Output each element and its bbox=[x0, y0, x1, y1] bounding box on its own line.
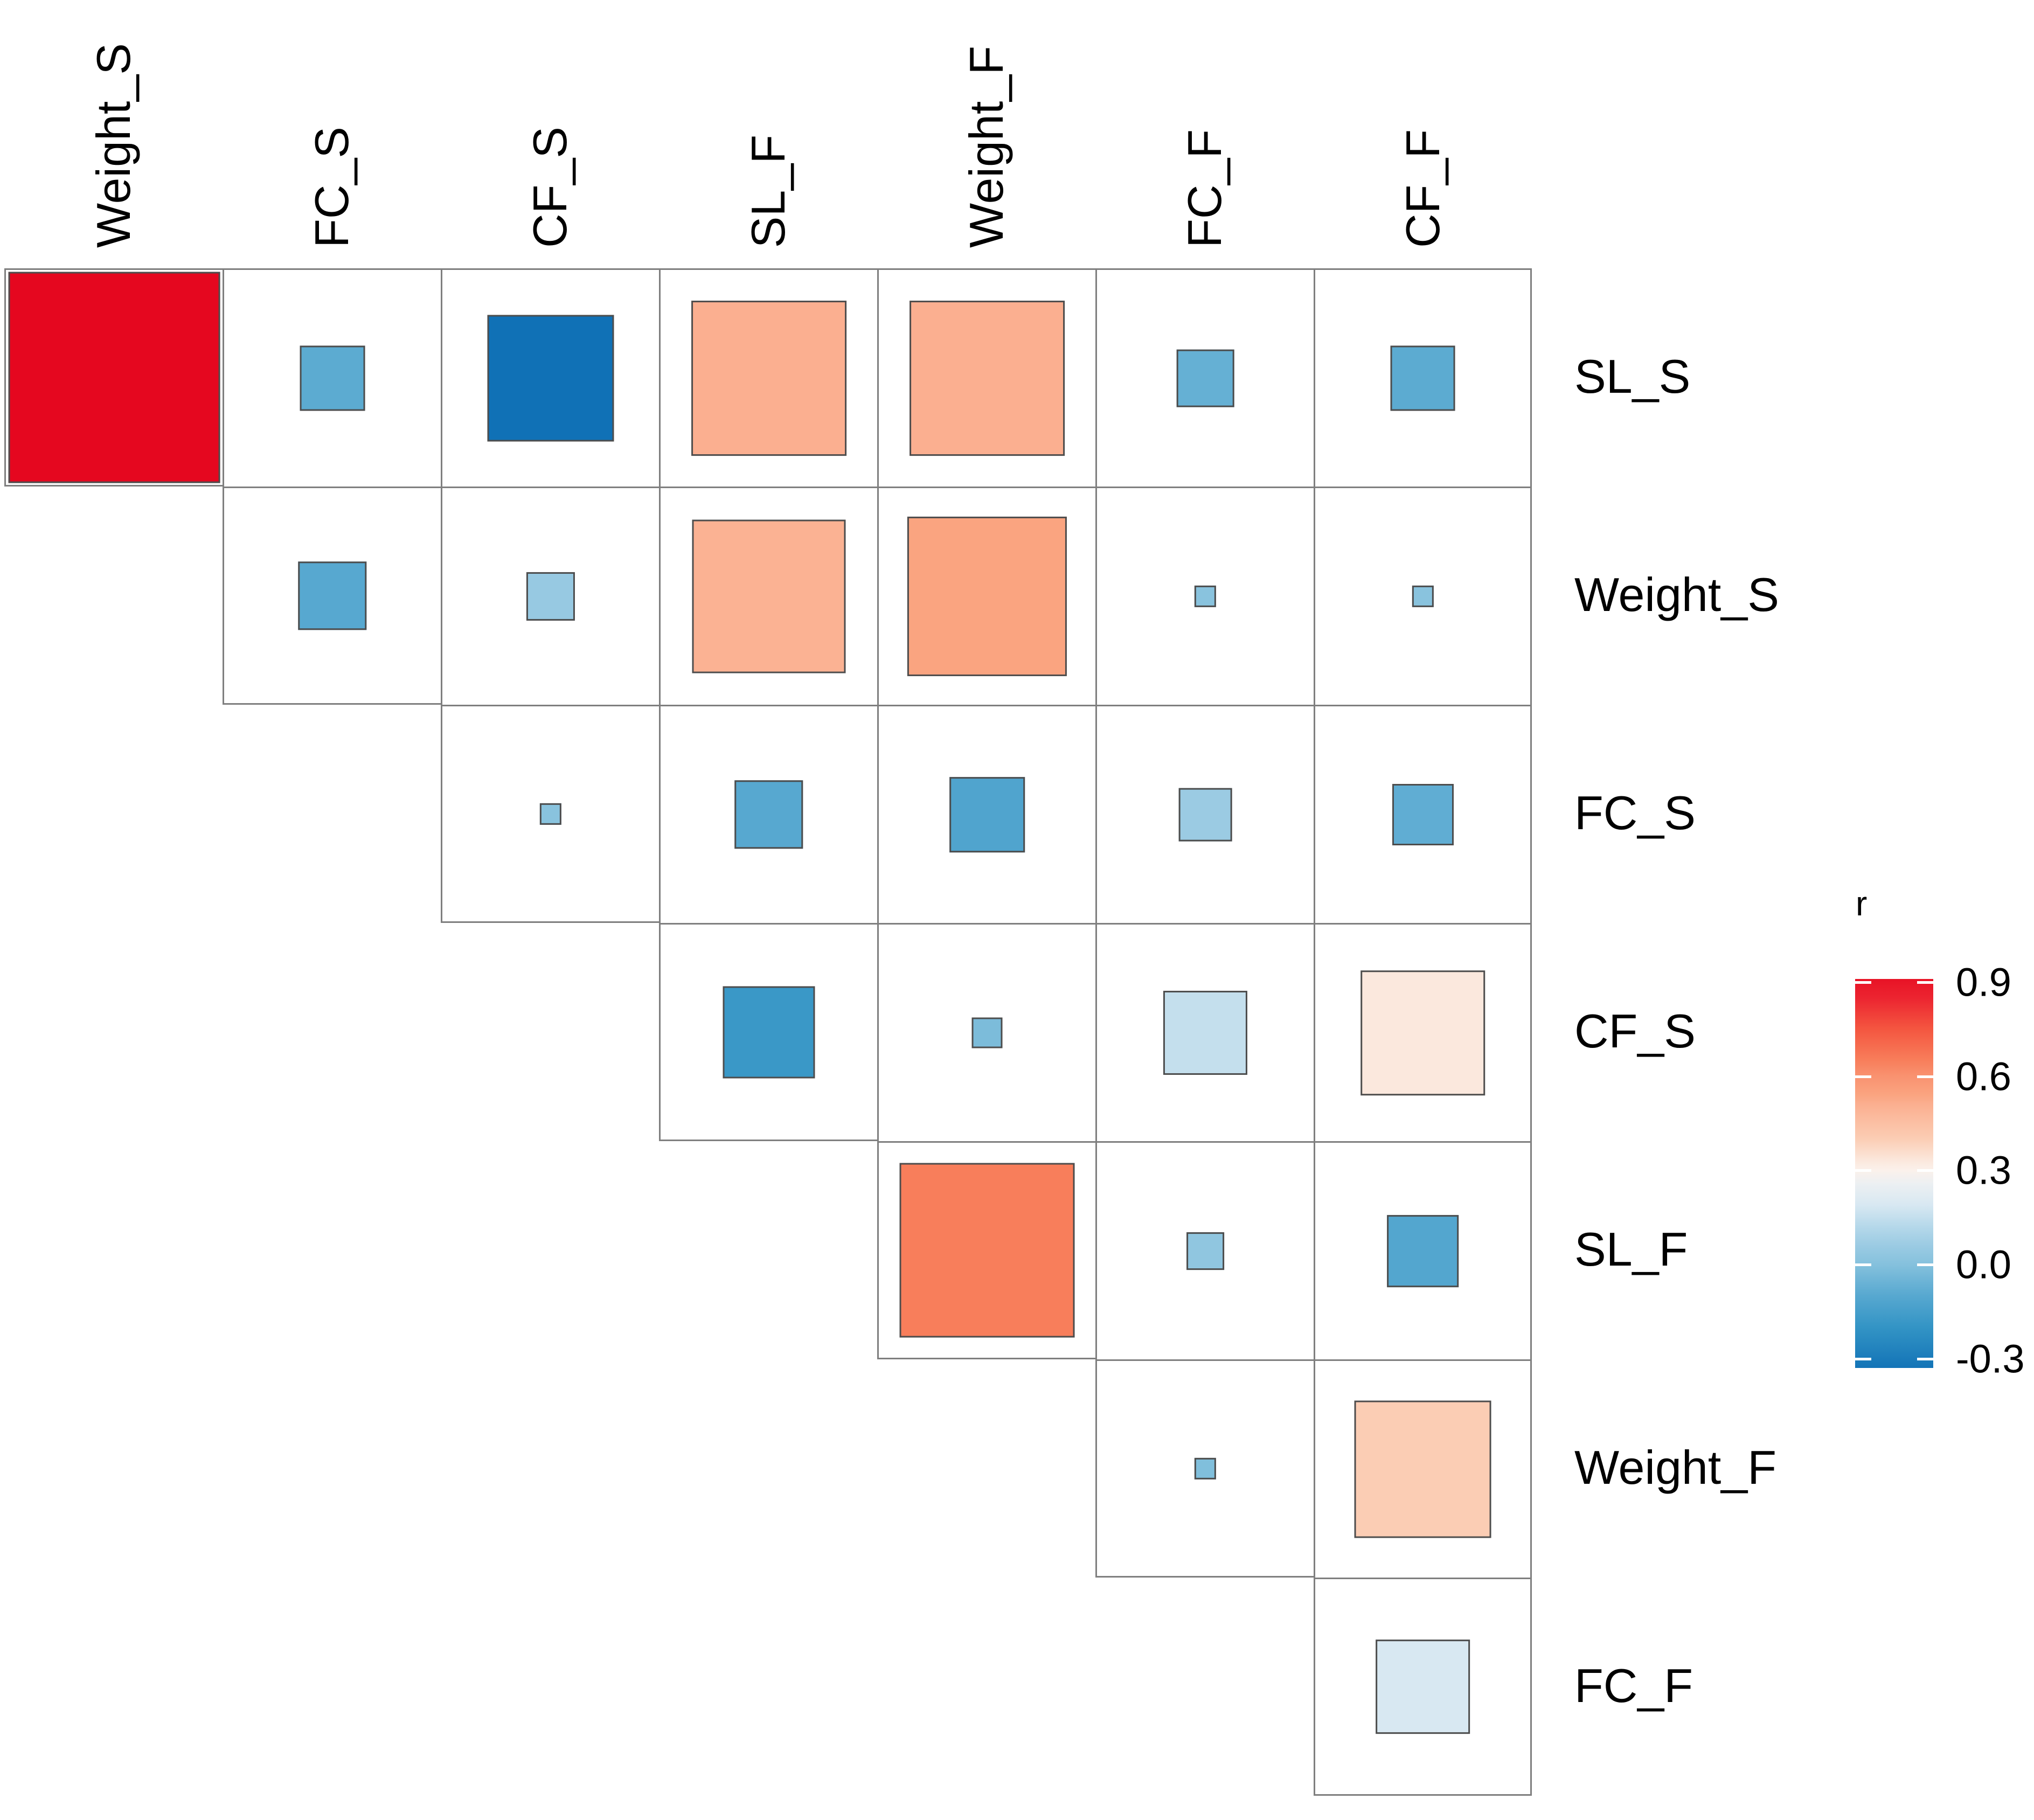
colorbar-tick-mark bbox=[1917, 981, 1933, 984]
corr-square-SL_S-FC_S bbox=[300, 345, 365, 411]
matrix-cell-SL_S-SL_F bbox=[659, 268, 877, 487]
corr-square-CF_S-CF_F bbox=[1360, 970, 1485, 1095]
colorbar-tick-label-0.9: 0.9 bbox=[1956, 960, 2011, 1005]
matrix-cell-SL_S-CF_F bbox=[1314, 268, 1532, 487]
colorbar-tick-mark bbox=[1855, 1263, 1871, 1266]
colorbar-tick-mark bbox=[1917, 1169, 1933, 1172]
corr-square-SL_S-SL_F bbox=[691, 301, 846, 456]
corr-square-Weight_F-FC_F bbox=[1194, 1457, 1217, 1479]
corr-square-SL_S-Weight_F bbox=[910, 301, 1065, 456]
colorbar-gradient bbox=[1855, 979, 1933, 1368]
column-label-CF_F: CF_F bbox=[1396, 129, 1449, 248]
matrix-cell-Weight_S-FC_S bbox=[223, 487, 441, 705]
corr-square-FC_S-CF_S bbox=[539, 803, 562, 825]
corr-square-SL_S-FC_F bbox=[1176, 349, 1234, 407]
colorbar-tick-label-0.0: 0.0 bbox=[1956, 1242, 2011, 1287]
matrix-cell-CF_S-FC_F bbox=[1095, 923, 1314, 1141]
corr-square-Weight_S-FC_S bbox=[298, 561, 367, 630]
matrix-cell-SL_S-FC_F bbox=[1095, 268, 1314, 487]
corr-square-FC_S-CF_F bbox=[1392, 784, 1454, 845]
row-label-Weight_S: Weight_S bbox=[1574, 567, 1779, 621]
colorbar-tick-mark bbox=[1917, 1357, 1933, 1360]
corr-square-CF_S-Weight_F bbox=[971, 1017, 1003, 1048]
corr-square-FC_S-SL_F bbox=[734, 780, 803, 849]
matrix-cell-CF_S-SL_F bbox=[659, 923, 877, 1141]
corr-square-SL_F-CF_F bbox=[1386, 1215, 1459, 1287]
matrix-cell-Weight_F-CF_F bbox=[1314, 1359, 1532, 1578]
colorbar-tick-mark bbox=[1855, 1075, 1871, 1078]
matrix-cell-Weight_S-FC_F bbox=[1095, 487, 1314, 705]
corr-square-CF_S-SL_F bbox=[723, 986, 815, 1078]
matrix-cell-Weight_S-SL_F bbox=[659, 487, 877, 705]
row-label-Weight_F: Weight_F bbox=[1574, 1440, 1776, 1494]
matrix-cell-SL_S-CF_S bbox=[441, 268, 659, 487]
matrix-cell-SL_S-Weight_F bbox=[877, 268, 1095, 487]
matrix-cell-Weight_S-Weight_F bbox=[877, 487, 1095, 705]
matrix-cell-FC_S-CF_S bbox=[441, 705, 659, 923]
row-label-FC_S: FC_S bbox=[1574, 786, 1696, 839]
matrix-cell-CF_S-Weight_F bbox=[877, 923, 1095, 1141]
matrix-cell-SL_S-FC_S bbox=[223, 268, 441, 487]
colorbar-tick-mark bbox=[1855, 1357, 1871, 1360]
matrix-cell-SL_S-Weight_S bbox=[4, 268, 223, 487]
column-label-Weight_S: Weight_S bbox=[86, 43, 140, 248]
corr-square-Weight_S-SL_F bbox=[692, 519, 846, 673]
corr-square-FC_S-Weight_F bbox=[949, 777, 1025, 852]
row-label-FC_F: FC_F bbox=[1574, 1658, 1693, 1712]
corr-square-SL_F-FC_F bbox=[1186, 1232, 1224, 1270]
row-label-SL_F: SL_F bbox=[1574, 1222, 1688, 1276]
corr-square-SL_F-Weight_F bbox=[899, 1163, 1075, 1338]
legend-title: r bbox=[1856, 884, 1868, 923]
matrix-cell-FC_S-FC_F bbox=[1095, 705, 1314, 923]
matrix-cell-FC_F-CF_F bbox=[1314, 1578, 1532, 1796]
corr-square-SL_S-Weight_S bbox=[8, 272, 220, 483]
corr-square-Weight_S-CF_S bbox=[526, 572, 575, 621]
colorbar-tick-label--0.3: -0.3 bbox=[1956, 1336, 2025, 1381]
matrix-cell-SL_F-FC_F bbox=[1095, 1141, 1314, 1359]
matrix-cell-SL_F-Weight_F bbox=[877, 1141, 1095, 1359]
colorbar-tick-mark bbox=[1855, 1169, 1871, 1172]
colorbar-tick-label-0.3: 0.3 bbox=[1956, 1148, 2011, 1193]
corr-square-Weight_F-CF_F bbox=[1354, 1400, 1491, 1538]
column-label-FC_F: FC_F bbox=[1177, 129, 1231, 248]
column-label-SL_F: SL_F bbox=[741, 134, 795, 248]
matrix-cell-Weight_F-FC_F bbox=[1095, 1359, 1314, 1578]
column-label-CF_S: CF_S bbox=[523, 127, 577, 248]
corr-square-FC_S-FC_F bbox=[1178, 788, 1232, 842]
colorbar-tick-mark bbox=[1917, 1075, 1933, 1078]
matrix-cell-Weight_S-CF_F bbox=[1314, 487, 1532, 705]
matrix-cell-Weight_S-CF_S bbox=[441, 487, 659, 705]
colorbar-tick-mark bbox=[1917, 1263, 1933, 1266]
corr-square-SL_S-CF_F bbox=[1390, 345, 1455, 411]
matrix-cell-FC_S-CF_F bbox=[1314, 705, 1532, 923]
column-label-FC_S: FC_S bbox=[304, 127, 358, 248]
corr-square-Weight_S-Weight_F bbox=[907, 516, 1067, 677]
colorbar-tick-label-0.6: 0.6 bbox=[1956, 1054, 2011, 1099]
colorbar-tick-mark bbox=[1855, 981, 1871, 984]
matrix-cell-FC_S-Weight_F bbox=[877, 705, 1095, 923]
column-label-Weight_F: Weight_F bbox=[959, 46, 1013, 248]
matrix-cell-CF_S-CF_F bbox=[1314, 923, 1532, 1141]
corr-square-FC_F-CF_F bbox=[1375, 1639, 1470, 1734]
corr-square-SL_S-CF_S bbox=[487, 315, 614, 442]
matrix-cell-FC_S-SL_F bbox=[659, 705, 877, 923]
corr-square-Weight_S-CF_F bbox=[1412, 585, 1434, 608]
row-label-SL_S: SL_S bbox=[1574, 349, 1691, 403]
matrix-cell-SL_F-CF_F bbox=[1314, 1141, 1532, 1359]
corr-square-CF_S-FC_F bbox=[1163, 990, 1248, 1075]
row-label-CF_S: CF_S bbox=[1574, 1004, 1696, 1058]
corr-square-Weight_S-FC_F bbox=[1194, 585, 1217, 608]
